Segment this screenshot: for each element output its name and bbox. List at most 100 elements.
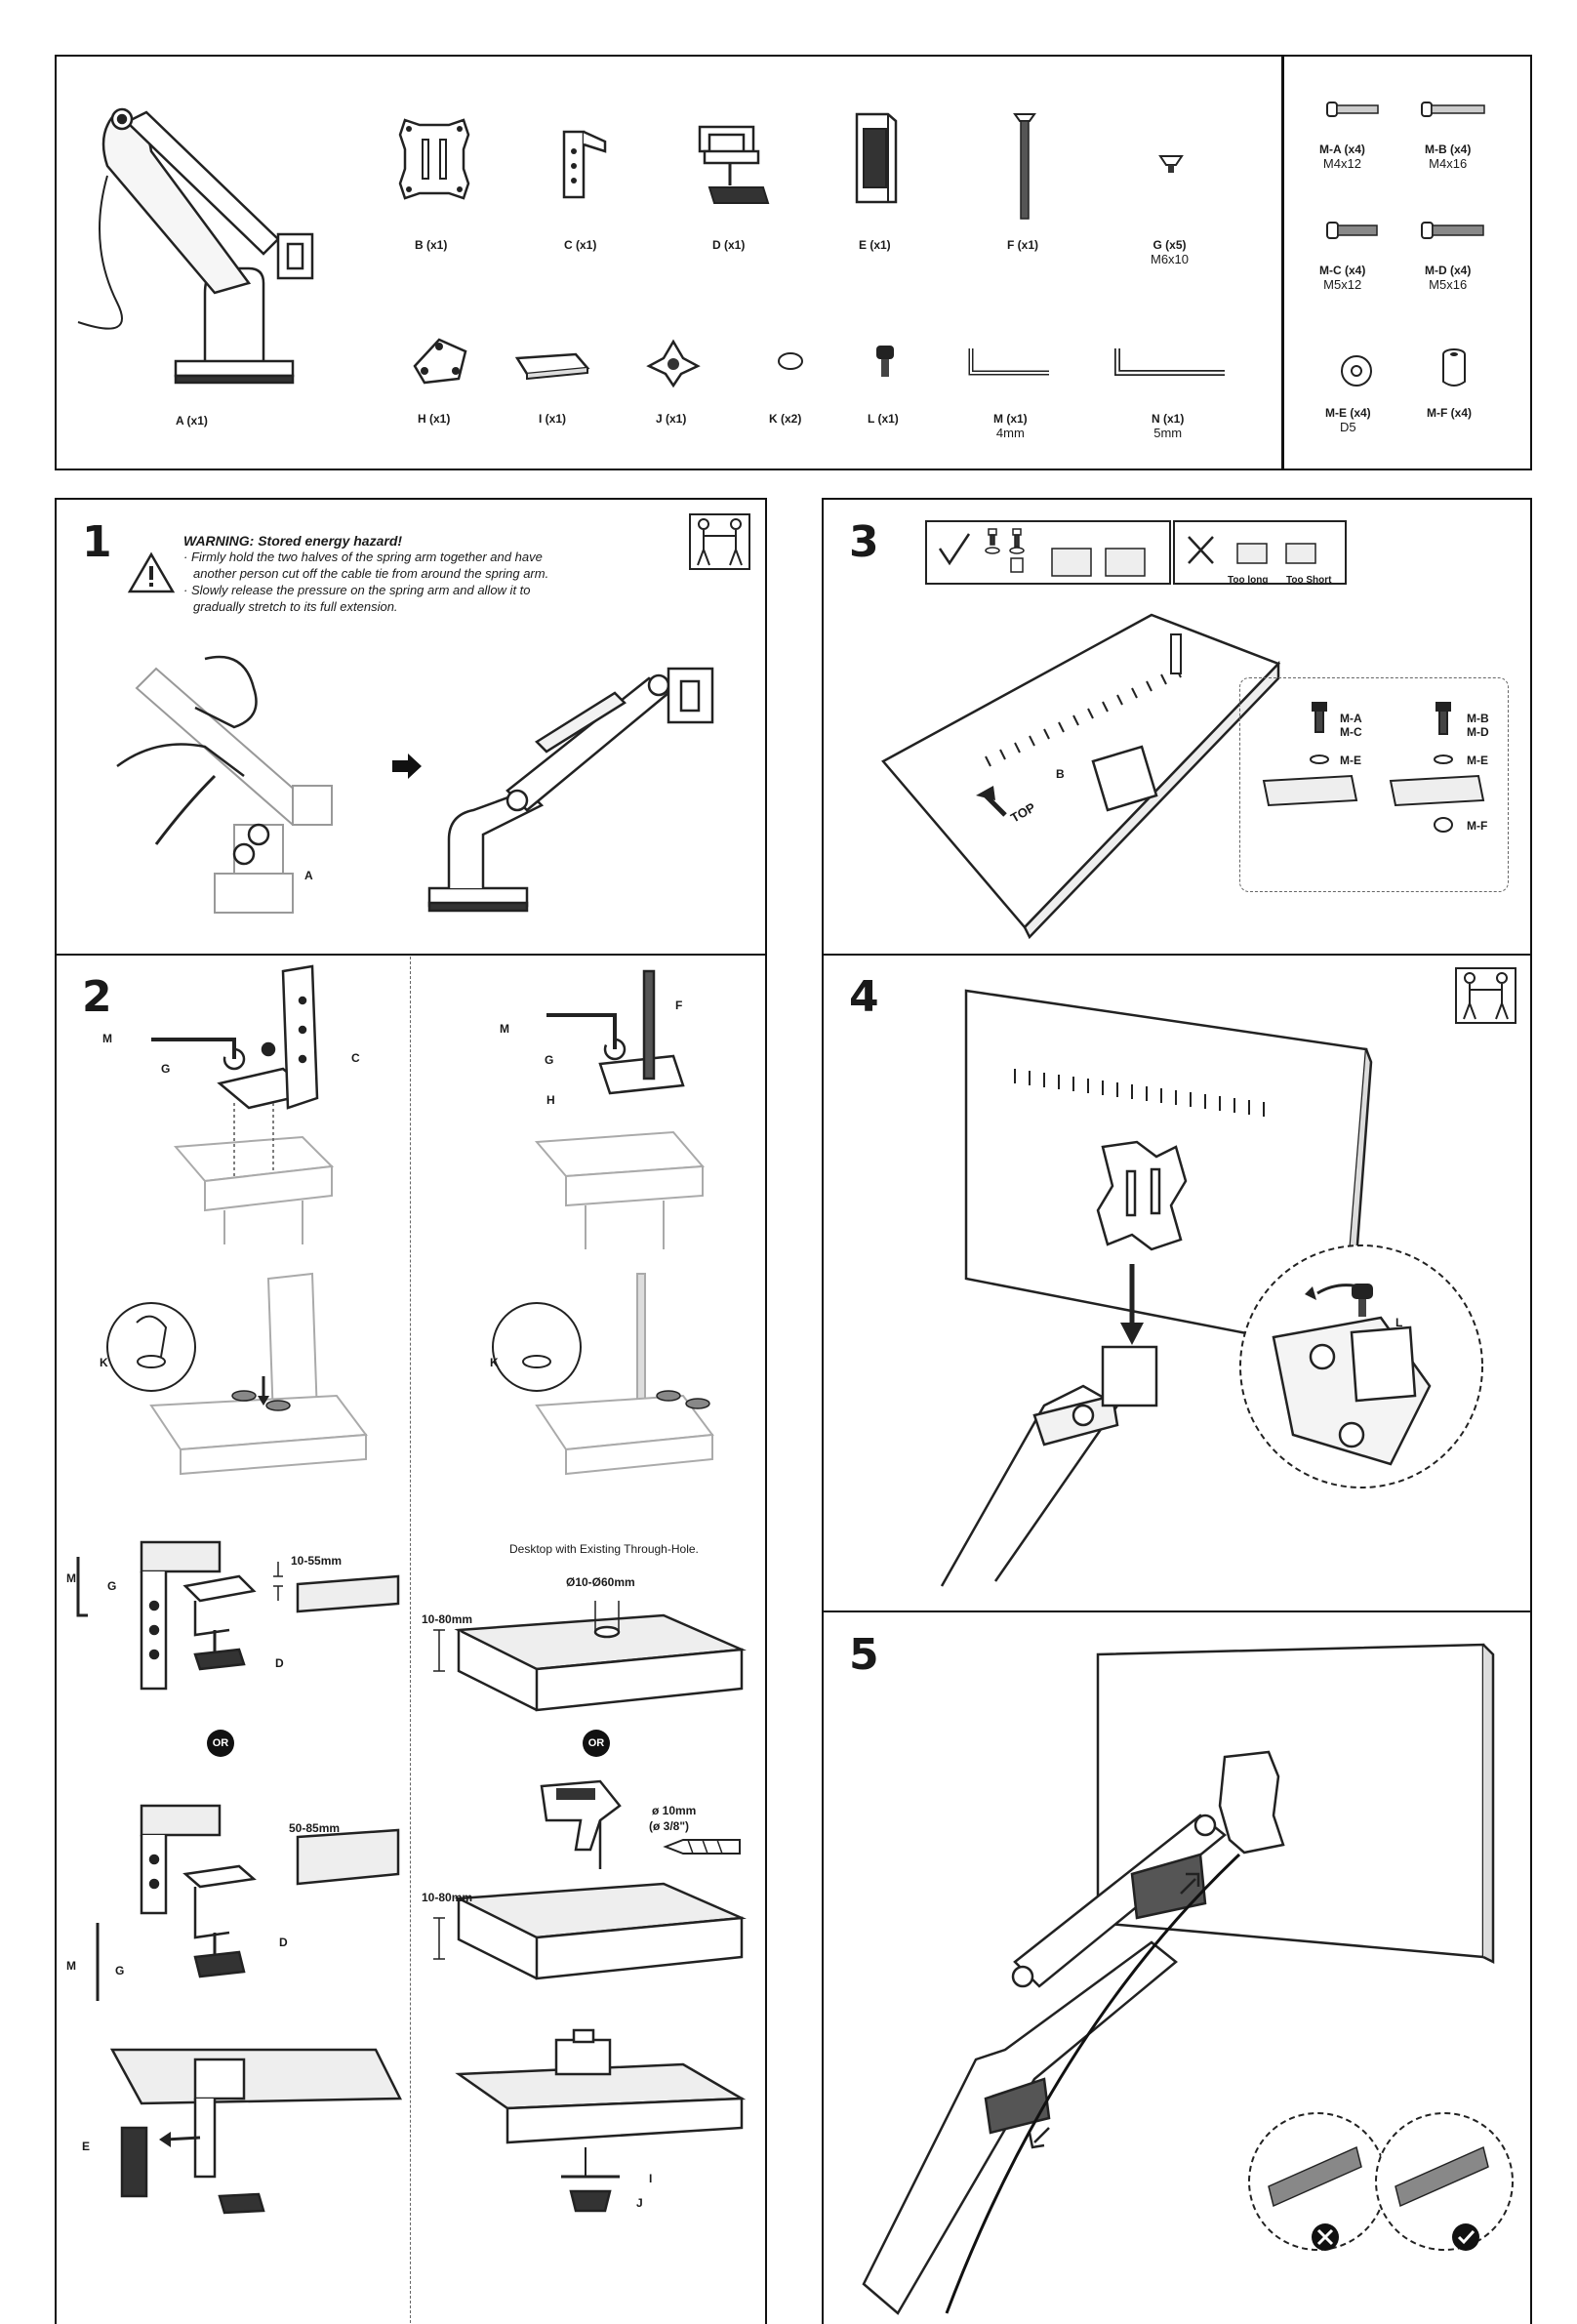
screw-mc-label: M-C (x4)M5x12 — [1319, 264, 1365, 292]
step3-callout-b: B — [1056, 767, 1065, 781]
drill-bit-icon — [663, 1839, 741, 1855]
part-g-screw — [1158, 155, 1184, 173]
step1-number: 1 — [82, 517, 112, 567]
screw-mc-size: M5x12 — [1323, 277, 1362, 292]
part-c-bracket — [562, 130, 607, 199]
washer-me-count: M-E (x4) — [1325, 406, 1371, 420]
screw-mb-count: M-B (x4) — [1425, 143, 1472, 156]
washer-me-size: D5 — [1340, 420, 1356, 434]
step3-detail-box — [1239, 677, 1509, 892]
too-short-label: Too Short — [1286, 575, 1332, 586]
step2-callout-m-1: M — [102, 1032, 112, 1045]
step4-number: 4 — [849, 972, 879, 1022]
step2-grommet-mount — [455, 2028, 747, 2213]
step2-callout-c: C — [351, 1051, 360, 1065]
step2-callout-f: F — [675, 999, 683, 1012]
screw-ma-size: M4x12 — [1322, 156, 1361, 171]
warning-line-4: gradually stretch to its full extension. — [193, 599, 398, 614]
step2-or-left: OR — [207, 1730, 234, 1757]
part-b-vesa-plate — [398, 118, 470, 200]
step2-hole-diameter: Ø10-Ø60mm — [566, 1575, 635, 1589]
step2-callout-i: I — [649, 2172, 653, 2185]
part-e-label: E (x1) — [859, 238, 891, 252]
step2-range-10-55: 10-55mm — [291, 1554, 343, 1568]
part-n-count: N (x1) — [1152, 412, 1185, 426]
warning-line-1: · Firmly hold the two halves of the spri… — [183, 550, 543, 564]
two-person-icon-step4 — [1455, 967, 1516, 1024]
screw-mc-count: M-C (x4) — [1319, 264, 1366, 277]
screw-md-count: M-D (x4) — [1425, 264, 1472, 277]
part-h-plate — [413, 338, 467, 385]
step2-callout-m-4: M — [500, 1022, 509, 1036]
part-k-label: K (x2) — [769, 412, 802, 426]
warning-title: WARNING: Stored energy hazard! — [183, 533, 403, 549]
step2-range-10-80-1: 10-80mm — [422, 1612, 473, 1626]
part-k-pad — [778, 352, 803, 370]
warning-line-2: another person cut off the cable tie fro… — [193, 566, 549, 581]
step2-pad-k-right — [492, 1273, 714, 1476]
part-m-count: M (x1) — [993, 412, 1028, 426]
step2-range-10-80-2: 10-80mm — [422, 1891, 473, 1904]
warning-text-block: WARNING: Stored energy hazard! · Firmly … — [183, 533, 642, 615]
part-f-threaded-rod — [1013, 113, 1036, 220]
step2-callout-g-4: G — [545, 1053, 554, 1067]
part-a-illustration — [77, 107, 314, 385]
step2-callout-k-2: K — [490, 1356, 499, 1369]
step4-callout-l: L — [1395, 1316, 1403, 1329]
step1-callout-a: A — [304, 869, 313, 882]
step2-callout-j: J — [636, 2196, 643, 2210]
step2-range-50-85: 50-85mm — [289, 1821, 341, 1835]
screw-mc-illustration — [1326, 222, 1378, 239]
part-m-size: 4mm — [995, 426, 1025, 440]
part-l-thumbscrew — [876, 346, 894, 377]
part-i-label: I (x1) — [539, 412, 567, 426]
step2-drill-size-in: (ø 3/8") — [649, 1819, 690, 1833]
part-n-hex-key — [1114, 348, 1225, 376]
screw-mb-illustration — [1421, 102, 1485, 117]
two-person-icon — [689, 513, 750, 570]
step2-callout-k-1: K — [100, 1356, 108, 1369]
screw-ma-label: M-A (x4)M4x12 — [1319, 143, 1365, 171]
screw-mb-size: M4x16 — [1429, 156, 1468, 171]
part-a-label: A (x1) — [176, 414, 208, 428]
step3-monitor-back — [881, 613, 1281, 940]
step2-divider — [410, 957, 411, 2324]
step3-me-label-1: M-E — [1340, 754, 1361, 767]
part-j-knob — [646, 339, 701, 388]
step2-or-right: OR — [583, 1730, 610, 1757]
screw-md-size: M5x16 — [1429, 277, 1468, 292]
step1-cut-cable-tie-illustration — [116, 655, 333, 914]
part-n-size: 5mm — [1153, 426, 1183, 440]
step1-panel — [55, 498, 767, 957]
step2-callout-e: E — [82, 2140, 91, 2153]
part-m-label: M (x1)4mm — [993, 412, 1028, 440]
step2-callout-h: H — [546, 1093, 555, 1107]
step3-mc-label: M-C — [1340, 725, 1362, 739]
step3-ma-label: M-A — [1340, 712, 1362, 725]
part-g-count: G (x5) — [1152, 238, 1187, 252]
screw-length-check-guide — [925, 520, 1347, 585]
step2-callout-g-3: G — [115, 1964, 125, 1977]
step2-desk-through-hole — [433, 1601, 747, 1712]
step2-cover-e-install — [109, 2048, 403, 2215]
too-long-label: Too long — [1228, 575, 1269, 586]
step5-number: 5 — [849, 1630, 879, 1680]
part-d-clamp — [698, 125, 770, 204]
step2-desk-drilled — [433, 1882, 747, 1980]
part-i-washer-plate — [514, 352, 590, 381]
part-h-label: H (x1) — [418, 412, 451, 426]
step3-number: 3 — [849, 517, 879, 567]
part-e-cover — [855, 112, 898, 204]
screw-mb-label: M-B (x4)M4x16 — [1425, 143, 1471, 171]
parts-divider — [1281, 56, 1284, 469]
step3-mb-label: M-B — [1467, 712, 1489, 725]
step3-screw-detail — [1262, 702, 1485, 833]
step3-md-label: M-D — [1467, 725, 1489, 739]
part-b-label: B (x1) — [415, 238, 448, 252]
screw-ma-illustration — [1326, 102, 1379, 117]
part-n-label: N (x1)5mm — [1152, 412, 1184, 440]
step3-me-label-2: M-E — [1467, 754, 1488, 767]
washer-me-label: M-E (x4)D5 — [1325, 406, 1371, 434]
drill-icon — [540, 1779, 622, 1869]
step2-bracket-c-assembly — [151, 964, 335, 1244]
